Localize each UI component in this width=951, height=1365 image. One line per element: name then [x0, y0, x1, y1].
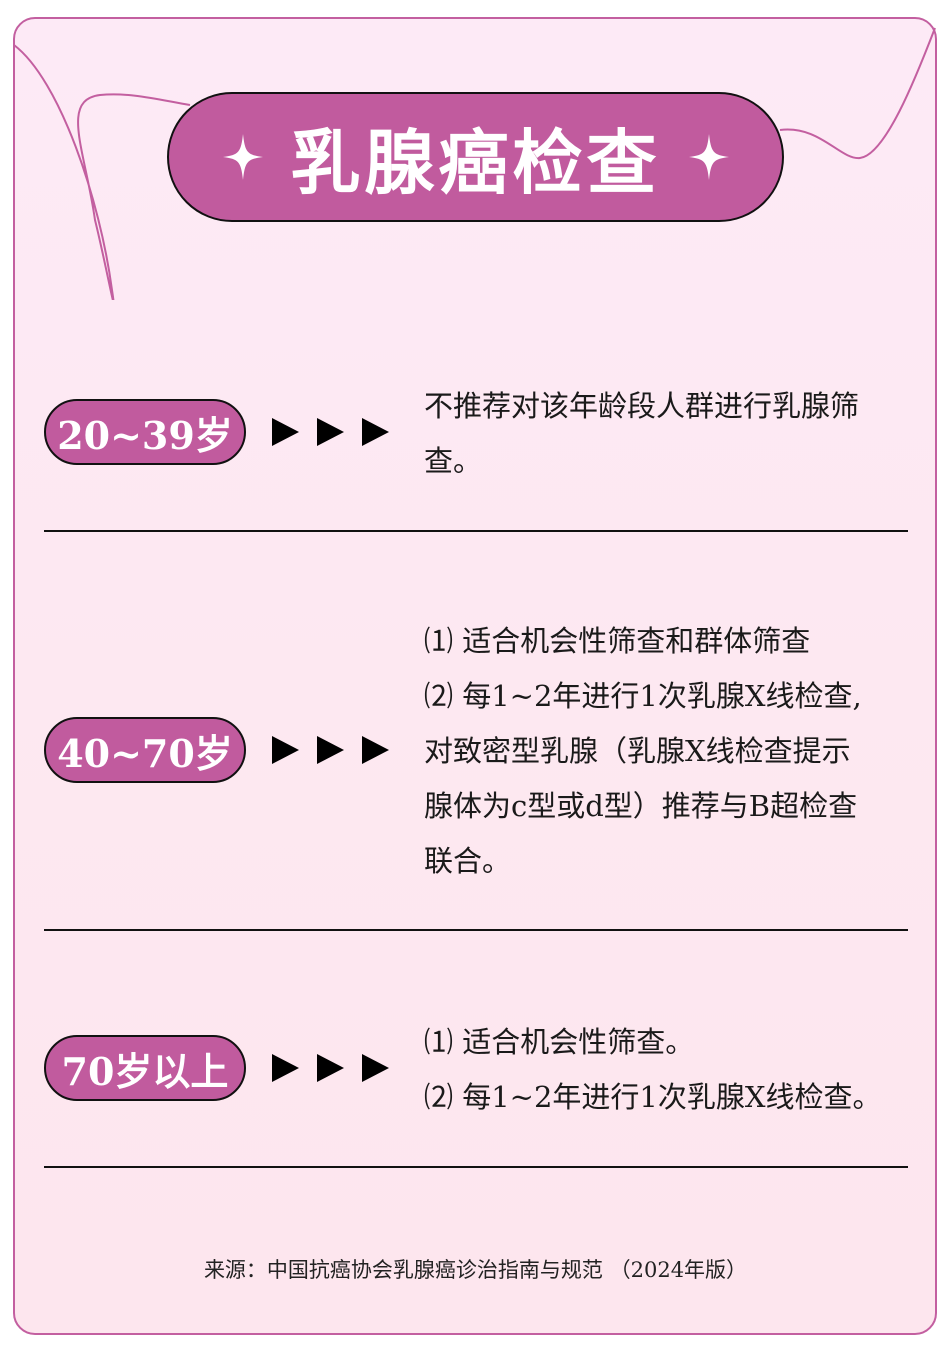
divider — [44, 1166, 908, 1168]
arrow-group — [272, 418, 389, 446]
divider — [44, 530, 908, 532]
triangle-right-icon — [362, 736, 389, 764]
title-banner: 乳腺癌检查 — [167, 92, 784, 222]
triangle-right-icon — [317, 418, 344, 446]
description-line: 对致密型乳腺（乳腺X线检查提示 — [424, 734, 851, 768]
divider — [44, 929, 908, 931]
arrow-group — [272, 736, 389, 764]
description-line: 联合。 — [424, 844, 512, 878]
description-line: 查。 — [424, 444, 483, 478]
description-line: ⑴ 适合机会性筛查。 — [424, 1025, 695, 1059]
description-line: 不推荐对该年龄段人群进行乳腺筛 — [424, 389, 860, 423]
triangle-right-icon — [362, 418, 389, 446]
description-line: ⑴ 适合机会性筛查和群体筛查 — [424, 624, 811, 658]
description-line: 腺体为c型或d型）推荐与B超检查 — [424, 789, 858, 823]
age-badge-40-70: 40~70岁 — [44, 717, 246, 783]
triangle-right-icon — [317, 1054, 344, 1082]
triangle-right-icon — [317, 736, 344, 764]
source-citation: 来源：中国抗癌协会乳腺癌诊治指南与规范 （2024年版） — [203, 1258, 748, 1282]
sparkle-icon — [688, 134, 729, 180]
page-title: 乳腺癌检查 — [290, 120, 661, 204]
triangle-right-icon — [362, 1054, 389, 1082]
triangle-right-icon — [272, 418, 299, 446]
section-description: ⑴ 适合机会性筛查和群体筛查 ⑵ 每1~2年进行1次乳腺X线检查, 对致密型乳腺… — [424, 614, 914, 889]
section-description: 不推荐对该年龄段人群进行乳腺筛 查。 — [424, 379, 914, 489]
description-line: ⑵ 每1~2年进行1次乳腺X线检查。 — [424, 1080, 882, 1114]
sparkle-icon — [222, 134, 263, 180]
triangle-right-icon — [272, 1054, 299, 1082]
description-line: ⑵ 每1~2年进行1次乳腺X线检查, — [424, 679, 862, 713]
arrow-group — [272, 1054, 389, 1082]
age-badge-20-39: 20~39岁 — [44, 399, 246, 465]
section-description: ⑴ 适合机会性筛查。 ⑵ 每1~2年进行1次乳腺X线检查。 — [424, 1015, 914, 1125]
age-badge-70-plus: 70岁以上 — [44, 1035, 246, 1101]
triangle-right-icon — [272, 736, 299, 764]
